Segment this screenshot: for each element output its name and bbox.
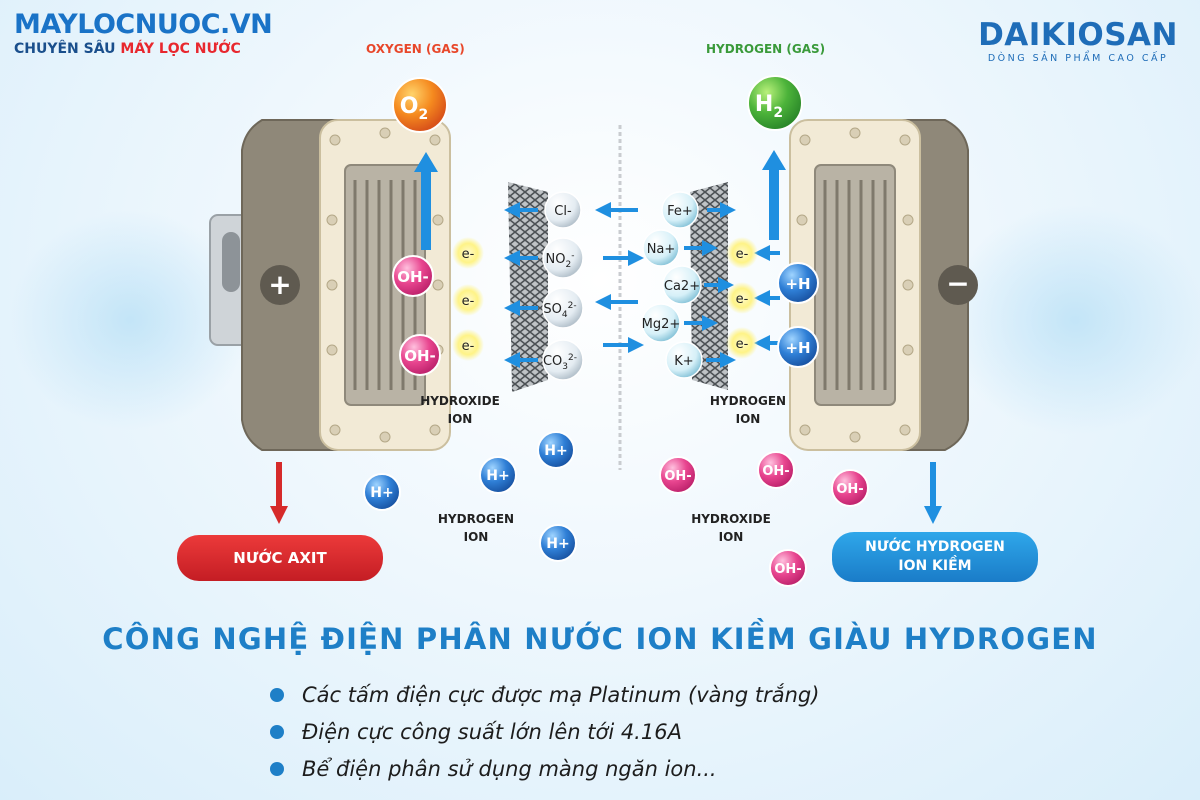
left-electrode-ions: e- e- e- OH- OH-	[392, 237, 484, 376]
bottom-hydroxide-label: ION	[719, 530, 744, 544]
hydroxide-ion-label: ION	[448, 412, 473, 426]
feature-text: Bể điện phân sử dụng màng ngăn ion...	[302, 756, 717, 781]
electrolysis-diagram: + − O2 H2 e-	[10, 75, 1200, 587]
free-hydroxide-ions: OH- OH- OH- OH-	[659, 451, 869, 587]
water-splash-left	[10, 210, 250, 430]
alkaline-water-output: NƯỚC HYDROGEN ION KIỀM	[832, 532, 1038, 582]
tagline-part-a: CHUYÊN SÂU	[14, 41, 116, 57]
carbonate-ion: CO32-	[543, 353, 577, 372]
sulfate-ion: SO42-	[543, 301, 576, 320]
electrode-plate-ribs	[823, 180, 887, 390]
right-electrode-ions: e- e- e- +H +H	[726, 237, 819, 368]
oh-minus-ion: OH-	[774, 562, 801, 577]
bottom-hydrogen-label: ION	[464, 530, 489, 544]
h-plus-ion: H+	[486, 468, 509, 484]
h-plus-ion: H+	[544, 443, 567, 459]
electron: e-	[736, 247, 749, 262]
oxygen-gas-label: OXYGEN (GAS)	[366, 42, 465, 56]
brand-right: DAIKIOSAN DÒNG SẢN PHẨM CAO CẤP	[978, 18, 1178, 66]
negative-terminal	[938, 265, 978, 305]
chloride-ion: Cl-	[554, 204, 572, 219]
maylocnuoc-logo: MAYLOCNUOC.VN	[14, 9, 273, 40]
ion-flow-arrows	[504, 202, 780, 368]
acid-water-output: NƯỚC AXIT	[177, 535, 383, 581]
daikiosan-logo: DAIKIOSAN	[978, 17, 1178, 53]
feature-text: Các tấm điện cực được mạ Platinum (vàng …	[302, 682, 820, 707]
electron: e-	[736, 337, 749, 352]
oxygen-molecule	[392, 77, 448, 133]
anions: Cl- NO2- SO42- CO32-	[542, 191, 584, 381]
feature-list: Các tấm điện cực được mạ Platinum (vàng …	[270, 676, 819, 787]
brand-left: MAYLOCNUOC.VN CHUYÊN SÂU MÁY LỌC NƯỚC	[14, 9, 273, 58]
positive-sign: +	[268, 268, 291, 301]
hydroxide-ion-label: HYDROXIDE	[420, 394, 500, 408]
hydrogen-ion-label: HYDROGEN	[710, 394, 786, 408]
water-splash-right	[945, 205, 1200, 435]
electron: e-	[462, 294, 475, 309]
ion-labels: HYDROXIDE ION HYDROGEN ION HYDROGEN ION …	[420, 394, 786, 544]
magnesium-ion: Mg2+	[642, 317, 681, 332]
positive-terminal	[260, 265, 300, 305]
hydrogen-gas-label: HYDROGEN (GAS)	[706, 42, 826, 56]
bracket-slot	[222, 232, 240, 292]
up-arrow-icon	[414, 152, 438, 172]
nitrite-ion: NO2-	[546, 251, 575, 270]
negative-sign: −	[946, 267, 969, 300]
bullet-dot-icon	[270, 724, 284, 739]
h2-symbol: H2	[755, 92, 783, 121]
oh-minus-ion: OH-	[762, 464, 789, 479]
h-plus-ion: H+	[370, 485, 393, 501]
down-arrow-icon	[270, 506, 288, 524]
negative-electrode: −	[789, 119, 978, 451]
potassium-ion: K+	[674, 354, 693, 369]
electron: e-	[462, 339, 475, 354]
bullet-dot-icon	[270, 761, 284, 776]
feature-item: Bể điện phân sử dụng màng ngăn ion...	[270, 750, 819, 787]
electron: e-	[736, 292, 749, 307]
hydrogen-ion: +H	[785, 339, 810, 357]
tagline-part-b: MÁY LỌC NƯỚC	[120, 41, 241, 57]
hydroxide-ion: OH-	[397, 268, 429, 286]
iron-ion: Fe+	[667, 204, 693, 219]
bottom-hydrogen-label: HYDROGEN	[438, 512, 514, 526]
feature-item: Các tấm điện cực được mạ Platinum (vàng …	[270, 676, 819, 713]
alkaline-water-label-line2: ION KIỀM	[898, 558, 972, 574]
acid-water-label: NƯỚC AXIT	[233, 549, 327, 567]
cations: Fe+ Na+ Ca2+ Mg2+ K+	[641, 191, 703, 379]
output-arrows	[270, 462, 942, 524]
gas-up-arrows	[414, 150, 786, 250]
headline: CÔNG NGHỆ ĐIỆN PHÂN NƯỚC ION KIỀM GIÀU H…	[102, 622, 1098, 656]
daikiosan-tagline: DÒNG SẢN PHẨM CAO CẤP	[987, 53, 1169, 64]
bullet-dot-icon	[270, 687, 284, 702]
up-arrow-icon	[762, 150, 786, 170]
alkaline-water-label-line1: NƯỚC HYDROGEN	[865, 539, 1005, 555]
feature-item: Điện cực công suất lớn lên tới 4.16A	[270, 713, 819, 750]
feature-text: Điện cực công suất lớn lên tới 4.16A	[302, 719, 682, 744]
oh-minus-ion: OH-	[836, 482, 863, 497]
hydroxide-ion: OH-	[404, 347, 436, 365]
free-hydrogen-ions: H+ H+ H+ H+	[363, 431, 577, 562]
hydrogen-ion-label: ION	[736, 412, 761, 426]
hydrogen-ion: +H	[785, 275, 810, 293]
down-arrow-icon	[924, 506, 942, 524]
electrode-plate	[814, 164, 896, 406]
bottom-hydroxide-label: HYDROXIDE	[691, 512, 771, 526]
oh-minus-ion: OH-	[664, 469, 691, 484]
electron: e-	[462, 247, 475, 262]
o2-symbol: O2	[400, 94, 428, 123]
left-filter-mesh	[508, 182, 548, 392]
hydrogen-molecule	[747, 75, 803, 131]
calcium-ion: Ca2+	[664, 279, 700, 294]
maylocnuoc-tagline: CHUYÊN SÂU MÁY LỌC NƯỚC	[14, 40, 272, 58]
h-plus-ion: H+	[546, 536, 569, 552]
sodium-ion: Na+	[647, 242, 676, 257]
